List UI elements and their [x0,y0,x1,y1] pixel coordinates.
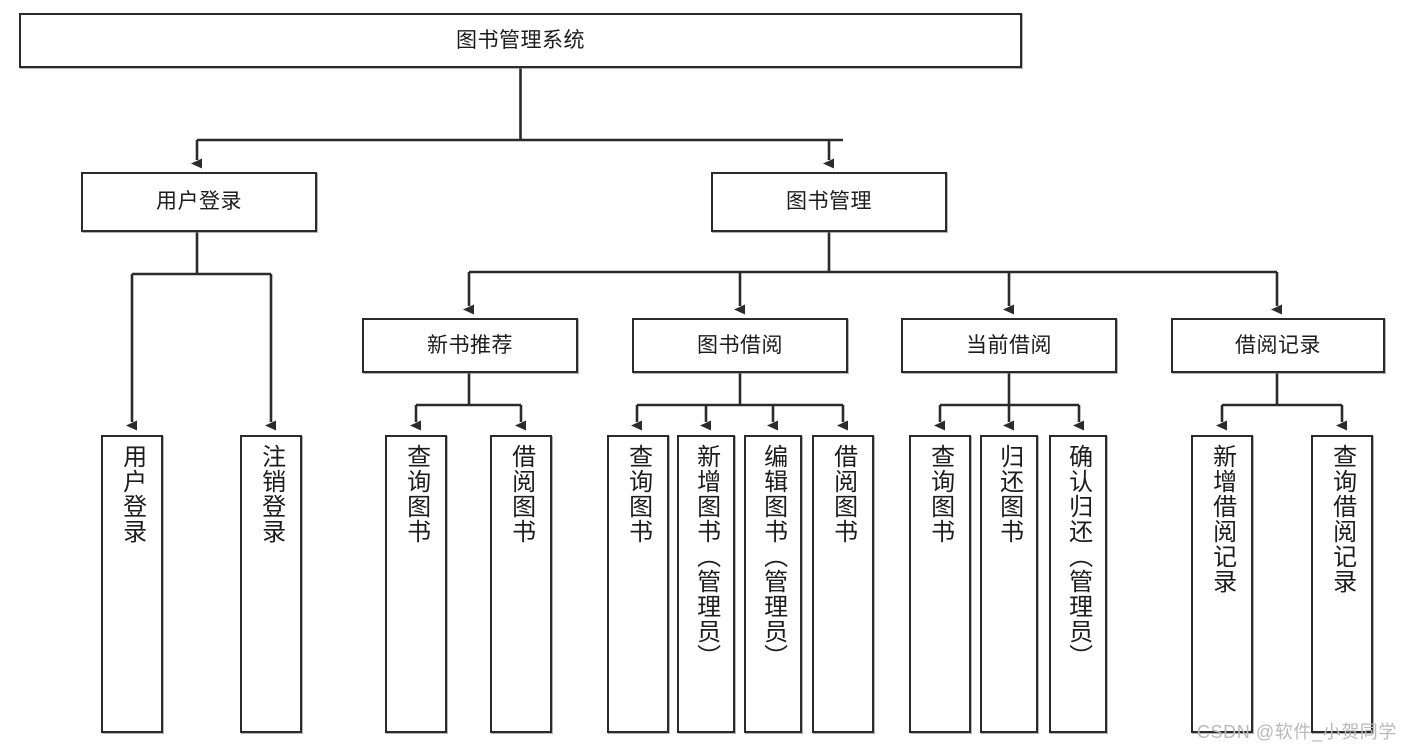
node-leaf-borrow-book-2-label: 借阅图书 [829,444,857,544]
node-leaf-query-book-1-label: 查询图书 [402,444,430,544]
node-leaf-user-login[interactable]: 用户登录 [101,435,163,733]
node-book-management-label: 图书管理 [786,190,872,214]
node-leaf-logout[interactable]: 注销登录 [240,435,302,733]
node-leaf-edit-book[interactable]: 编辑图书（管理员） [744,435,802,733]
node-leaf-borrow-book-1-label: 借阅图书 [507,444,535,544]
node-leaf-logout-label: 注销登录 [257,444,285,544]
node-leaf-user-login-label: 用户登录 [118,444,146,544]
node-leaf-query-record-label: 查询借阅记录 [1328,444,1356,594]
node-leaf-query-book-3-label: 查询图书 [926,444,954,544]
node-leaf-add-book[interactable]: 新增图书（管理员） [677,435,735,733]
node-leaf-return-book-label: 归还图书 [995,444,1023,544]
node-leaf-add-book-label: 新增图书（管理员） [692,444,720,669]
node-book-management[interactable]: 图书管理 [711,172,947,232]
node-user-login-label: 用户登录 [156,190,242,214]
node-leaf-edit-book-label: 编辑图书（管理员） [759,444,787,669]
node-new-book-recommend[interactable]: 新书推荐 [362,318,578,373]
node-leaf-query-book-2-label: 查询图书 [624,444,652,544]
node-leaf-add-record[interactable]: 新增借阅记录 [1191,435,1253,733]
node-current-borrow-label: 当前借阅 [966,333,1052,357]
node-leaf-confirm-return-label: 确认归还（管理员） [1064,444,1092,669]
node-root-system-label: 图书管理系统 [456,28,585,52]
node-current-borrow[interactable]: 当前借阅 [901,318,1117,373]
node-book-borrow-label: 图书借阅 [697,333,783,357]
node-leaf-query-record[interactable]: 查询借阅记录 [1311,435,1373,733]
node-leaf-query-book-1[interactable]: 查询图书 [385,435,447,733]
node-book-borrow[interactable]: 图书借阅 [632,318,848,373]
node-leaf-return-book[interactable]: 归还图书 [980,435,1038,733]
node-leaf-borrow-book-2[interactable]: 借阅图书 [812,435,874,733]
node-borrow-record-label: 借阅记录 [1235,333,1321,357]
node-leaf-borrow-book-1[interactable]: 借阅图书 [490,435,552,733]
node-leaf-query-book-3[interactable]: 查询图书 [909,435,971,733]
node-root-system[interactable]: 图书管理系统 [19,13,1022,68]
node-leaf-confirm-return[interactable]: 确认归还（管理员） [1049,435,1107,733]
node-user-login[interactable]: 用户登录 [81,172,317,232]
node-new-book-recommend-label: 新书推荐 [427,333,513,357]
node-leaf-query-book-2[interactable]: 查询图书 [607,435,669,733]
node-leaf-add-record-label: 新增借阅记录 [1208,444,1236,594]
node-borrow-record[interactable]: 借阅记录 [1171,318,1385,373]
